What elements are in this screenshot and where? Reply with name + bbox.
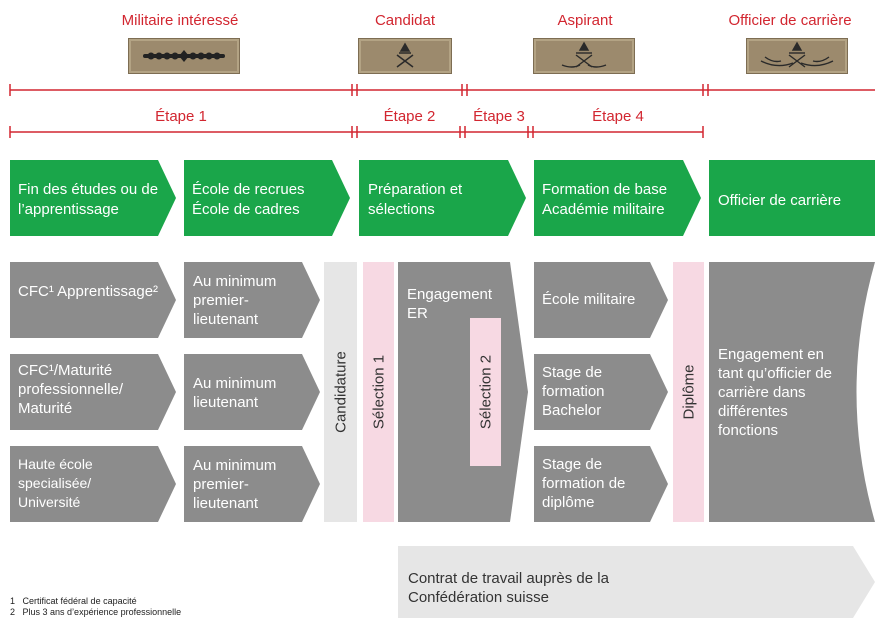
header-fin-etudes: Fin des études ou de l’apprentissage — [18, 181, 159, 218]
footnote-1: 1 Certificat fédéral de capacité — [10, 596, 137, 606]
rank-title-interesse: Militaire intéressé — [121, 12, 239, 29]
col1-cfc-apprentissage: CFC¹ Apprentissage² — [18, 283, 159, 300]
stage-label-3: Étape 3 — [473, 108, 525, 125]
col4-ecole-militaire: École militaire — [542, 291, 636, 308]
candidature-bar: Candidature — [324, 262, 357, 522]
insignia-officier-icon — [746, 38, 848, 74]
header-formation-base: Formation de base Académie militaire — [542, 181, 668, 218]
col2-premier-lieutenant-2: Au minimum premier-lieutenant — [193, 457, 277, 512]
rank-title-aspirant: Aspirant — [557, 12, 613, 29]
col2-premier-lieutenant-1: Au minimum premier-lieutenant — [193, 273, 277, 328]
diplome-bar: Diplôme — [673, 262, 704, 522]
selection2-bar: Sélection 2 — [470, 318, 501, 466]
selection1-bar: Sélection 1 — [363, 262, 394, 522]
footnote-1-number: 1 — [10, 596, 16, 606]
rank-title-candidat: Candidat — [374, 12, 436, 29]
insignia-aspirant-icon — [533, 38, 635, 74]
footnote-2-text: Plus 3 ans d’expérience professionnelle — [22, 607, 182, 617]
rank-timeline — [9, 84, 875, 96]
stage-label-2: Étape 2 — [383, 108, 436, 125]
insignia-interesse-icon — [128, 38, 240, 74]
header-ecole-recrues: École de recrues École de cadres — [192, 181, 305, 218]
header-preparation: Préparation et sélections — [368, 181, 463, 218]
rank-title-officier: Officier de carrière — [728, 12, 852, 29]
col1-haute-ecole: Haute école specialisée/ Université — [18, 456, 93, 510]
stage-label-1: Étape 1 — [155, 108, 207, 125]
footnote-2-number: 2 — [10, 607, 16, 617]
contract-text: Contrat de travail auprès de la Confédér… — [408, 570, 609, 606]
footnote-1-text: Certificat fédéral de capacité — [22, 596, 137, 606]
contract-arrow — [398, 546, 875, 618]
col4-stage-bachelor: Stage de formation Bachelor — [542, 364, 605, 419]
header-officier: Officier de carrière — [718, 192, 842, 209]
final-engagement-text: Engagement en tant qu’officier de carriè… — [718, 346, 832, 439]
diplome-label: Diplôme — [680, 364, 697, 420]
header-arrows — [10, 160, 875, 236]
col4-stage-diplome: Stage de formation de diplôme — [542, 456, 626, 511]
selection2-label: Sélection 2 — [477, 354, 494, 430]
col1-maturite: CFC¹/Maturité professionnelle/ Maturité — [18, 362, 124, 417]
stage-timeline — [9, 126, 704, 138]
col2-lieutenant: Au minimum lieutenant — [193, 375, 277, 411]
engagement-er-label: Engagement ER — [407, 286, 493, 322]
candidature-label: Candidature — [332, 351, 349, 433]
selection1-label: Sélection 1 — [370, 354, 387, 430]
insignia-candidat-icon — [358, 38, 452, 74]
stage-label-4: Étape 4 — [592, 108, 644, 125]
footnote-2: 2 Plus 3 ans d’expérience professionnell… — [10, 607, 181, 617]
